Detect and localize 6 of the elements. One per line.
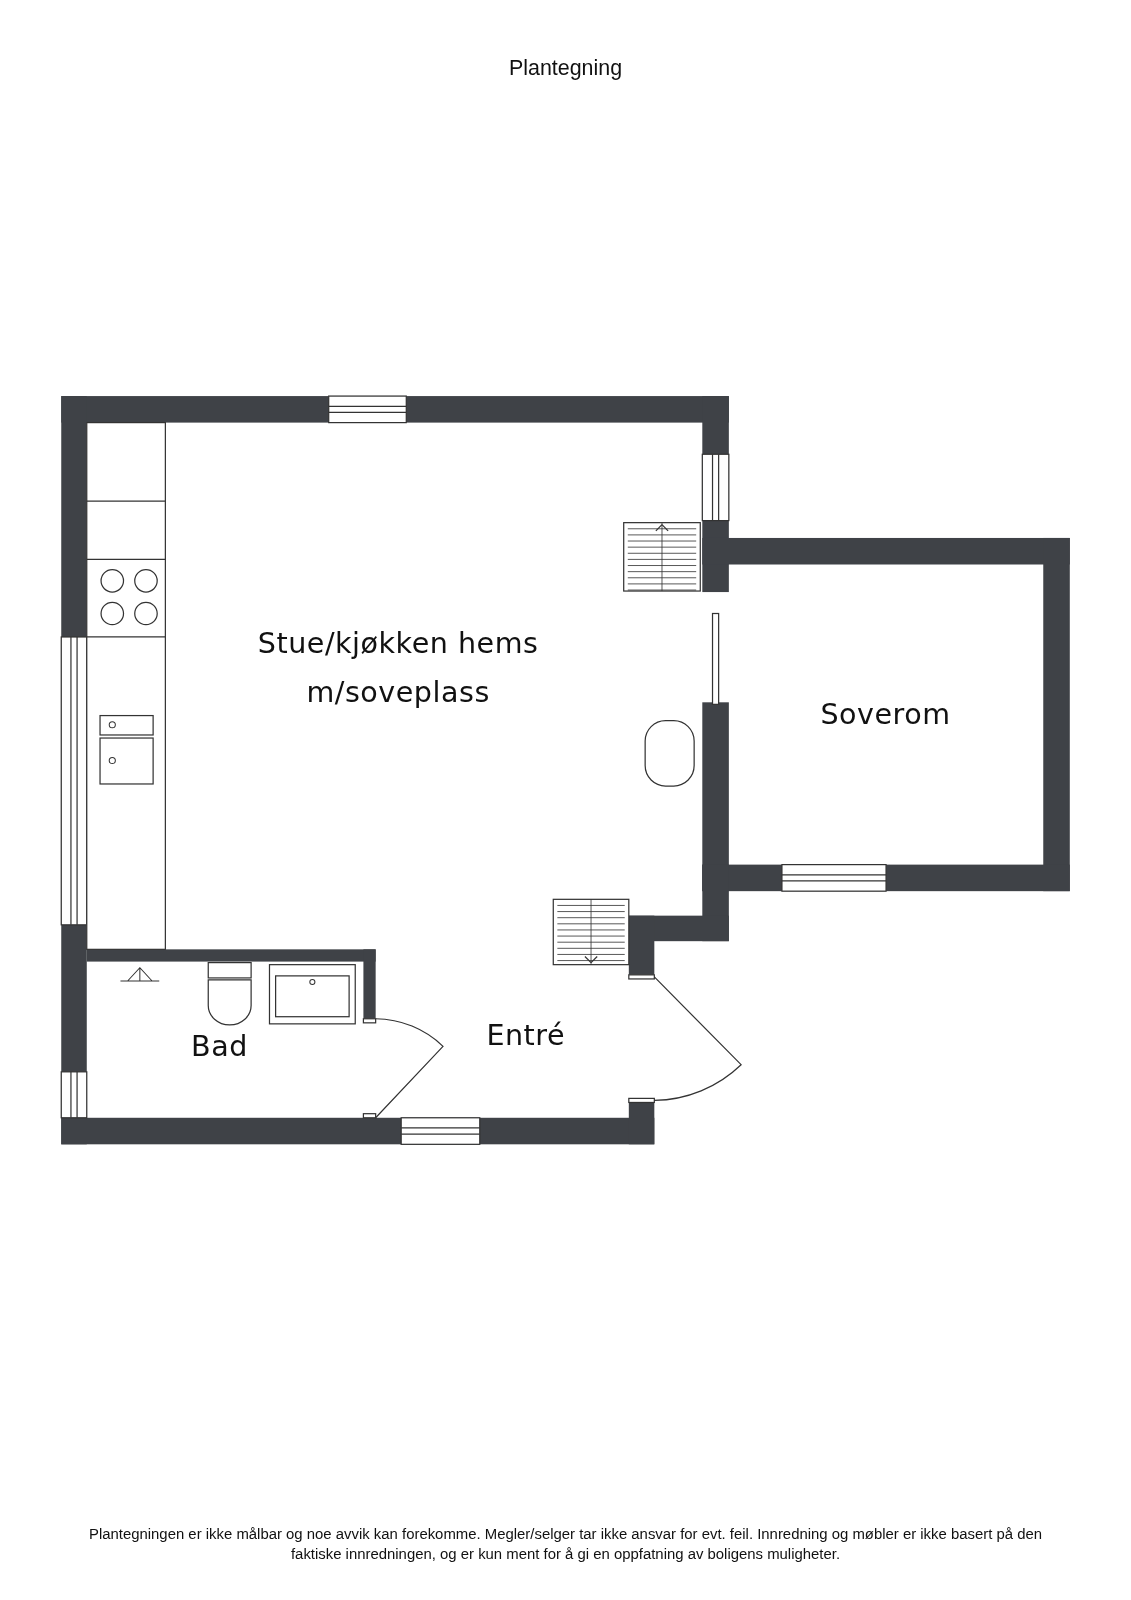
room-label: Stue/kjøkken hems m/soveplass xyxy=(256,625,540,712)
room-label: Bad xyxy=(191,1027,248,1065)
disclaimer-text: Plantegningen er ikke målbar og noe avvik kan forekomme. Megler/selger tar ikke ansvar for evt. feil. Innredning og møbler er ikke basert på den faktiske innredningen, og er kun ment for å gi en oppfatning av boligens muligheter. xyxy=(87,1525,1044,1564)
room-label: Entré xyxy=(486,1017,566,1055)
room-label: Soverom xyxy=(820,696,951,733)
page-title: Plantegning xyxy=(508,55,623,80)
